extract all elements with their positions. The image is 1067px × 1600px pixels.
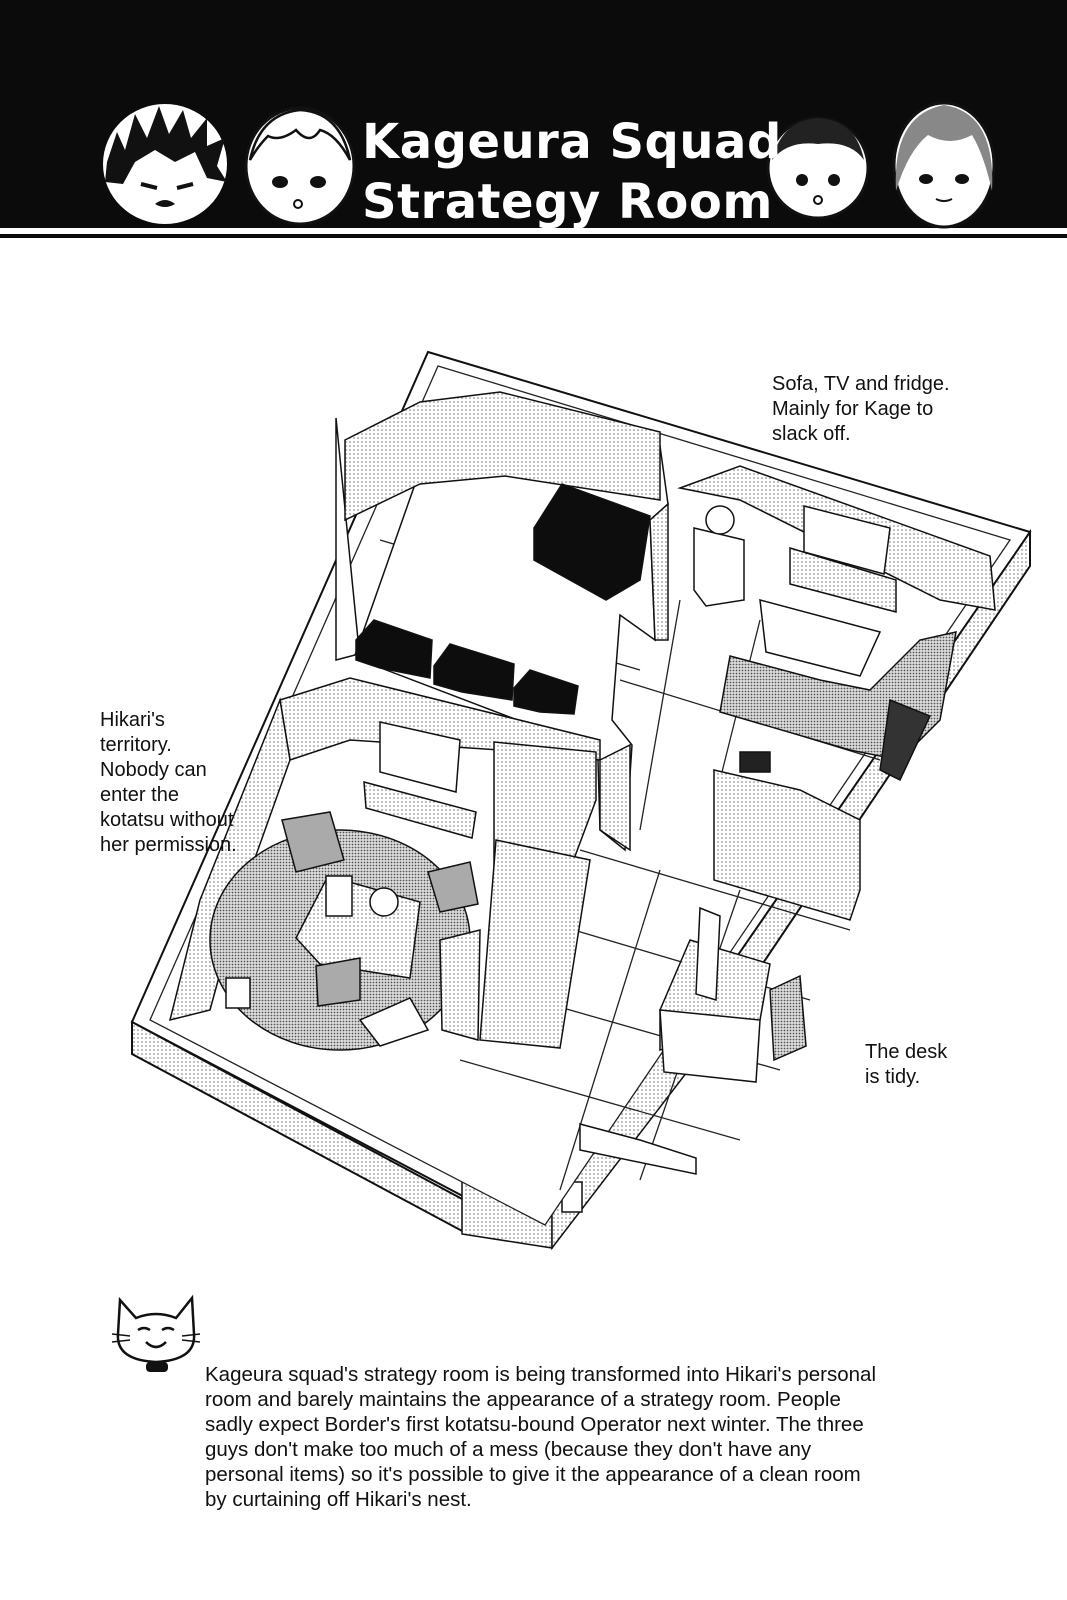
kitazoe-face-icon bbox=[766, 116, 870, 220]
title-line-2: Strategy Room bbox=[362, 174, 773, 230]
cat-mascot-icon bbox=[111, 1294, 201, 1372]
desk-area bbox=[579, 906, 807, 1175]
black-sofas bbox=[355, 483, 651, 715]
sofa-caption: Sofa, TV and fridge. Mainly for Kage to … bbox=[772, 373, 950, 445]
fridge-icon bbox=[693, 527, 745, 607]
kitora-face-icon bbox=[244, 106, 356, 226]
title-line-1: Kageura Squad bbox=[362, 114, 782, 170]
desk-caption: The desk is tidy. bbox=[865, 1041, 948, 1088]
page-title: Kageura Squad Strategy Room bbox=[362, 112, 782, 232]
monitor-icon bbox=[695, 906, 721, 1001]
hikari-face-icon bbox=[892, 101, 996, 229]
kageura-face-icon bbox=[103, 104, 227, 224]
header-rule bbox=[0, 234, 1067, 238]
lounge-furniture bbox=[693, 505, 957, 782]
body-text: Kageura squad's strategy room is being t… bbox=[205, 1363, 876, 1511]
chair-icon bbox=[769, 974, 807, 1062]
hikari-territory bbox=[209, 721, 597, 1051]
tv-icon bbox=[379, 721, 461, 793]
hikari-caption: Hikari's territory. Nobody can enter the… bbox=[100, 709, 237, 856]
